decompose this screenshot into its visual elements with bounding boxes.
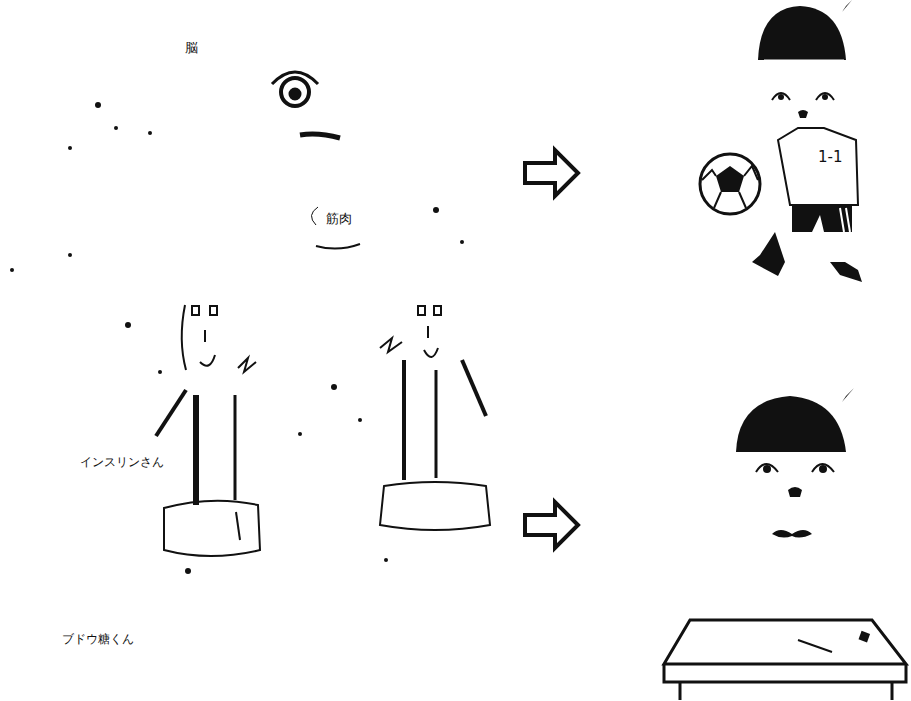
insulin-character [156, 305, 260, 556]
organ-label: 脳 [185, 40, 198, 56]
boy-studying [664, 388, 906, 700]
organ-label: 筋肉 [326, 211, 352, 227]
shirt-number: 1-1 [818, 148, 843, 166]
muscle-outline [311, 207, 318, 225]
character-label: インスリンさん [80, 455, 164, 469]
muscle-figure [316, 244, 360, 249]
glucose-dots [10, 102, 464, 574]
boy-soccer [700, 0, 862, 282]
brain-figure [272, 72, 340, 138]
outline-arrow [525, 150, 578, 548]
insulin-character [380, 306, 490, 530]
character-label: ブドウ糖くん [62, 632, 134, 646]
